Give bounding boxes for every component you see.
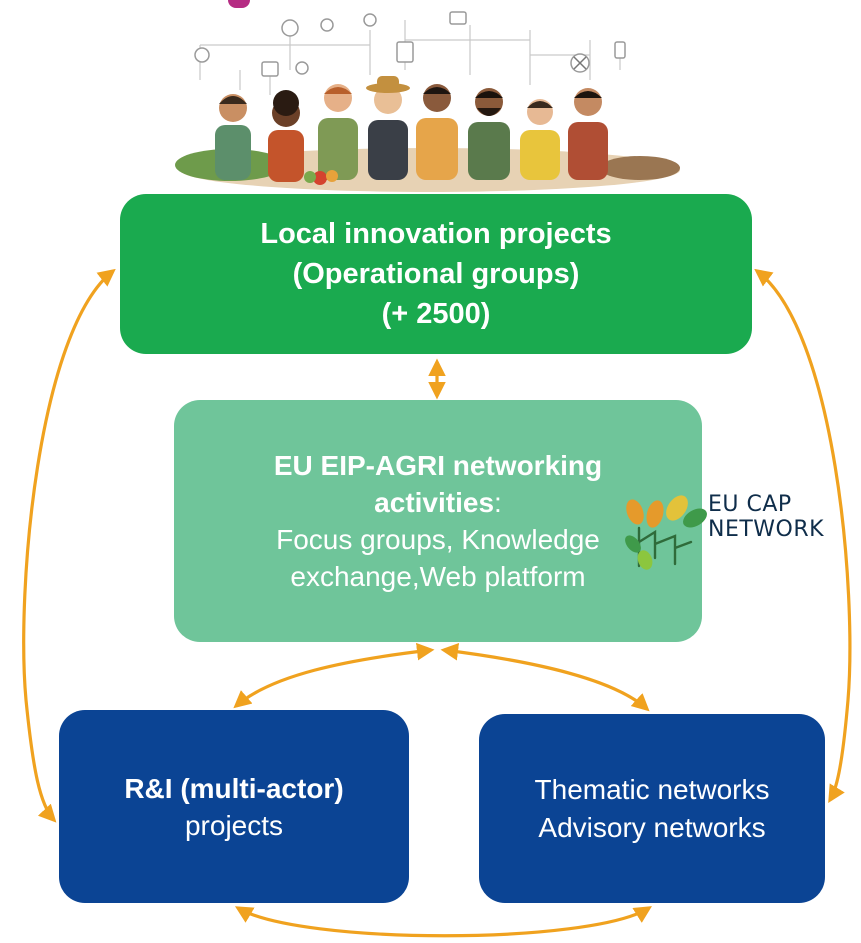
ri-subtitle: projects bbox=[184, 809, 284, 841]
arrow-eu-thematic bbox=[440, 643, 650, 712]
logo-text: EU CAP NETWORK bbox=[708, 492, 824, 542]
box-local-innovation-projects: Local innovation projects (Operational g… bbox=[120, 194, 752, 354]
box-ri-projects: R&I (multi-actor) projects bbox=[59, 710, 409, 903]
farmers-group-illustration bbox=[175, 11, 680, 192]
eu-detail-line2: exchange,Web platform bbox=[290, 561, 586, 592]
top-accent-shape bbox=[228, 0, 250, 8]
box-thematic-networks: Thematic networks Advisory networks bbox=[479, 714, 825, 903]
local-line1: Local innovation projects bbox=[260, 218, 612, 250]
local-line3: (+ 2500) bbox=[381, 298, 491, 330]
eu-detail-line1: Focus groups, Knowledge bbox=[276, 524, 600, 555]
thematic-line2: Advisory networks bbox=[538, 811, 766, 843]
sprout-leaves-icon bbox=[625, 495, 707, 570]
arrow-eu-ri bbox=[233, 642, 435, 709]
eu-title-line2-wrap: activities: bbox=[374, 484, 502, 521]
arrow-ri-thematic bbox=[234, 906, 652, 938]
eu-title-line2: activities bbox=[374, 487, 495, 518]
logo-line1: EU CAP bbox=[708, 492, 792, 517]
arrow-left-loop bbox=[22, 268, 116, 823]
thematic-line1: Thematic networks bbox=[534, 773, 770, 805]
logo-line2: NETWORK bbox=[708, 517, 825, 542]
box-eu-networking-activities: EU EIP-AGRI networking activities: Focus… bbox=[174, 400, 702, 642]
ri-title: R&I (multi-actor) bbox=[124, 772, 344, 804]
eu-title-colon: : bbox=[494, 487, 502, 518]
eu-cap-network-logo: EU CAP NETWORK bbox=[625, 488, 861, 572]
arrow-right-loop bbox=[754, 268, 852, 804]
eu-title-line1: EU EIP-AGRI networking bbox=[273, 450, 603, 481]
local-line2: (Operational groups) bbox=[292, 258, 580, 290]
